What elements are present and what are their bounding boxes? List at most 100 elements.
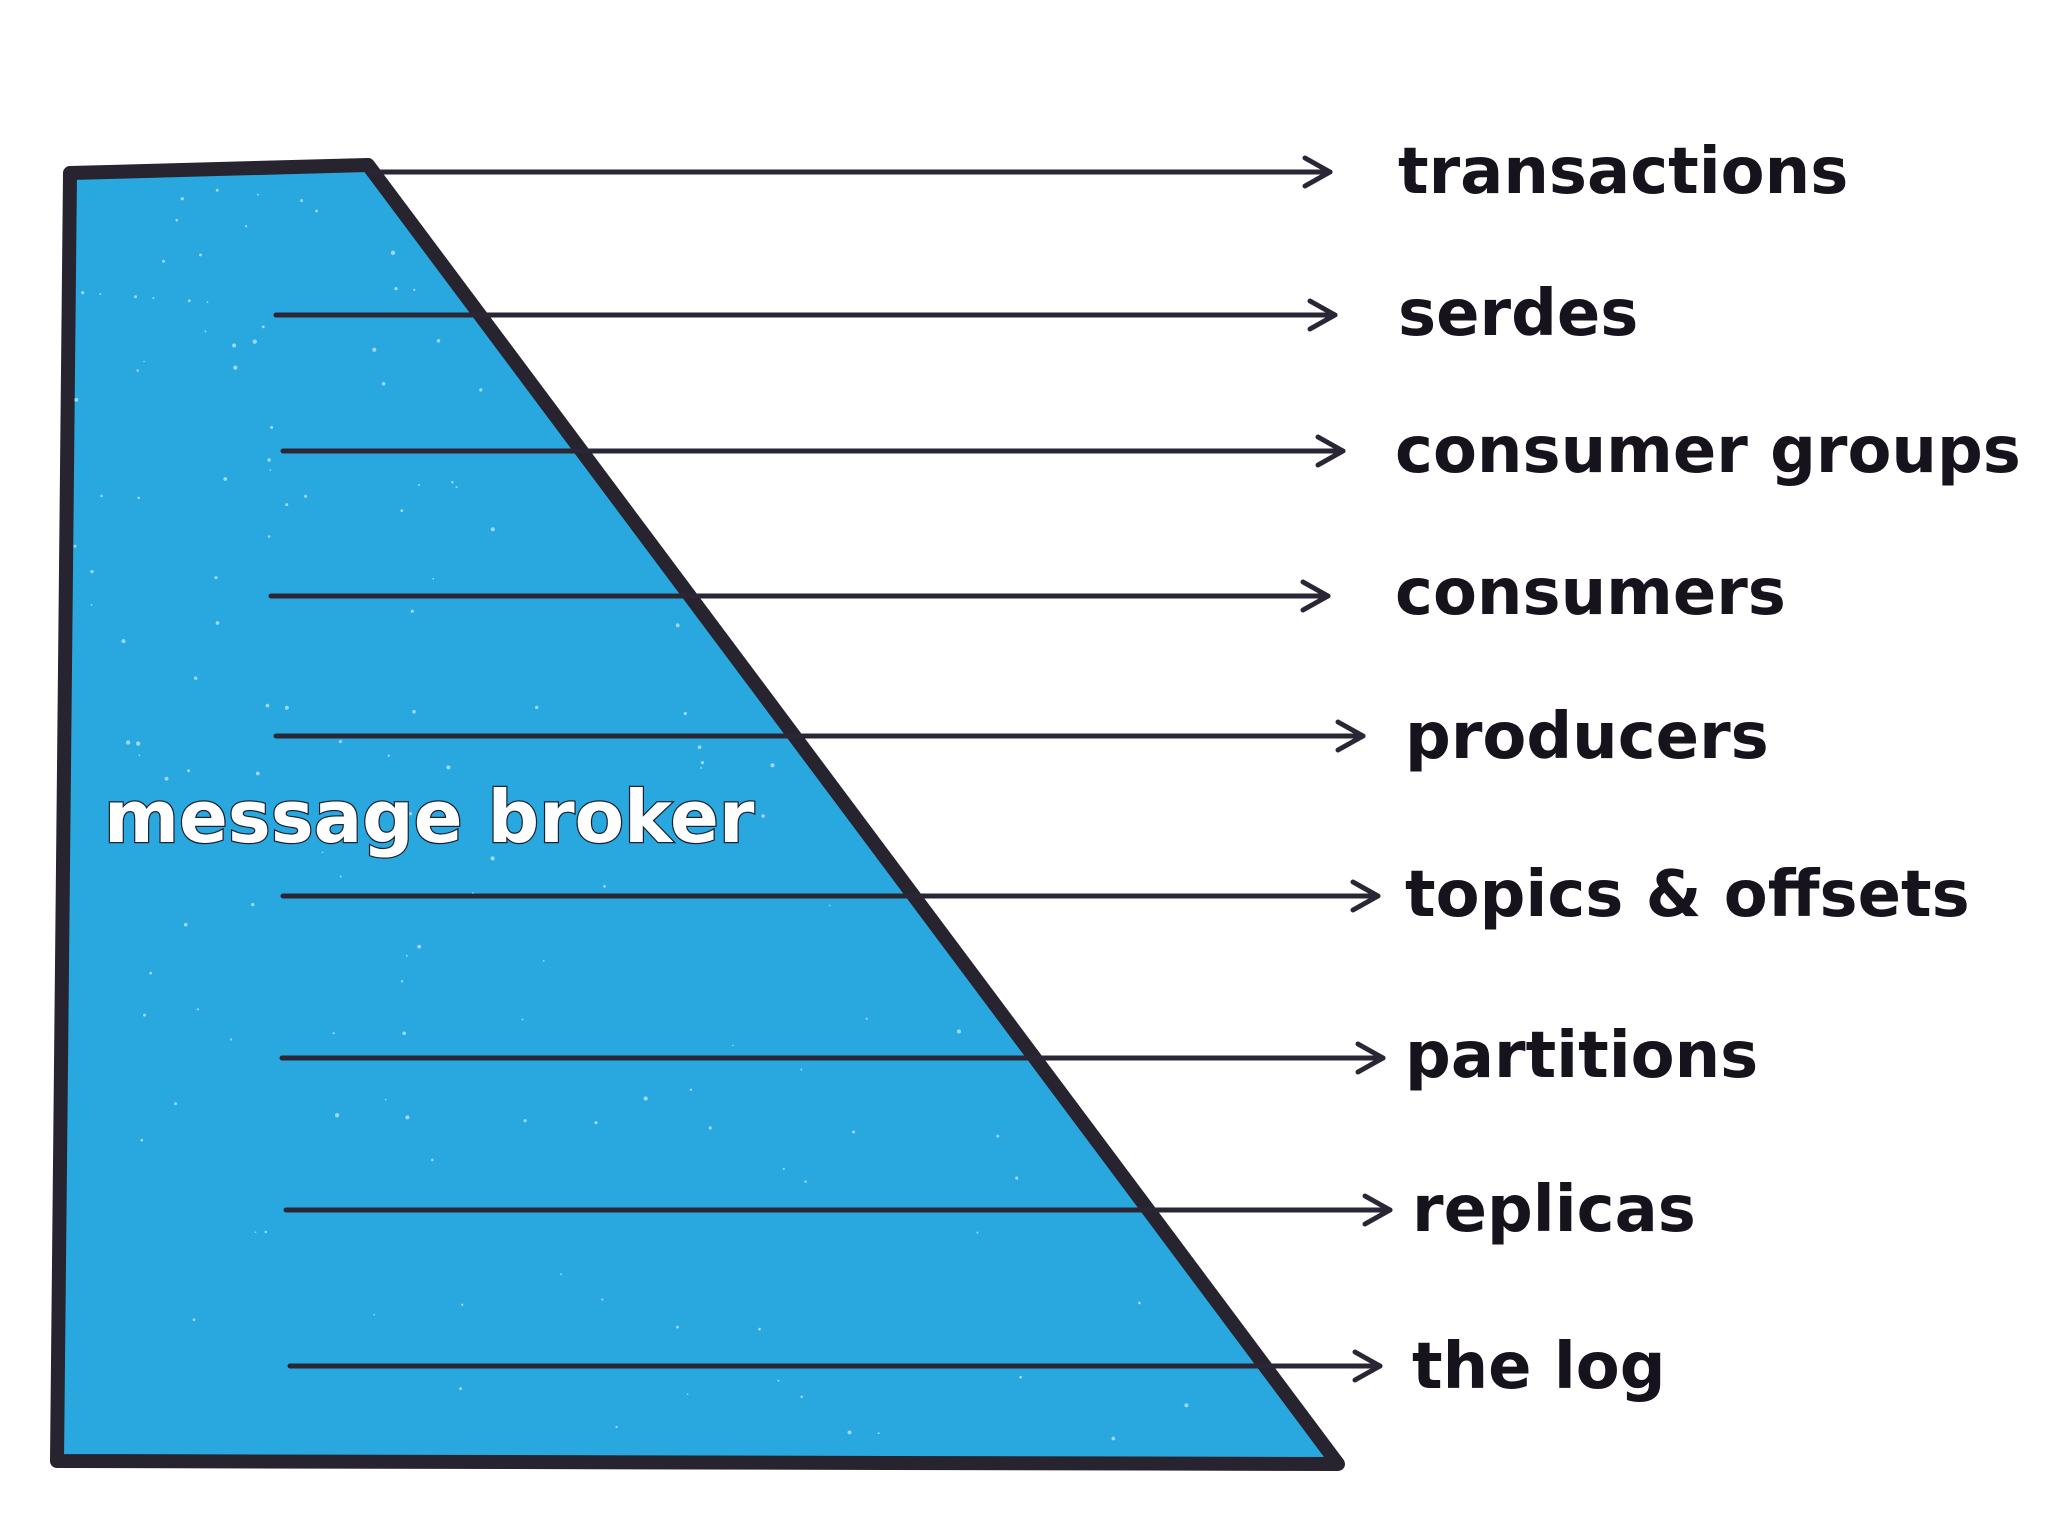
texture-speck [100, 494, 103, 498]
texture-speck [334, 1113, 340, 1118]
layer-labels: transactions serdes consumer groups cons… [1395, 135, 2021, 1404]
texture-speck [125, 740, 131, 745]
layer-label-transactions: transactions [1398, 135, 1848, 209]
texture-speck [192, 1318, 196, 1322]
arrow-head-icon [1315, 434, 1346, 468]
texture-speck [284, 705, 289, 710]
texture-speck [417, 944, 422, 949]
texture-speck [164, 776, 169, 781]
texture-speck [404, 810, 409, 815]
texture-speck [782, 1167, 785, 1171]
texture-speck [432, 577, 435, 580]
texture-speck [143, 1013, 146, 1017]
texture-speck [676, 1325, 679, 1329]
texture-speck [495, 804, 498, 807]
texture-speck [384, 1098, 387, 1101]
texture-speck [285, 503, 289, 507]
layer-label-producers: producers [1405, 700, 1769, 774]
texture-speck [777, 1379, 780, 1382]
texture-speck [732, 1044, 734, 1047]
texture-speck [187, 769, 191, 773]
texture-speck [121, 801, 125, 805]
texture-speck [134, 295, 138, 299]
texture-speck [152, 297, 155, 300]
texture-speck [761, 814, 765, 818]
texture-speck [523, 1119, 527, 1123]
texture-speck [700, 760, 705, 765]
texture-speck [267, 458, 271, 462]
broker-wedge-shape [50, 158, 1345, 1471]
texture-speck [683, 711, 687, 716]
texture-speck [90, 569, 94, 574]
texture-speck [270, 425, 274, 429]
texture-speck [601, 1298, 604, 1301]
texture-speck [852, 1130, 856, 1134]
texture-speck [304, 494, 308, 498]
texture-speck [542, 960, 545, 962]
texture-speck [121, 639, 126, 644]
texture-speck [90, 604, 93, 606]
texture-speck [534, 705, 539, 710]
texture-speck [184, 922, 188, 927]
layer-label-serdes: serdes [1398, 277, 1638, 351]
texture-speck [187, 299, 191, 303]
texture-speck [479, 388, 483, 392]
texture-speck [455, 486, 458, 489]
texture-speck [137, 496, 140, 500]
wedge-texture [73, 188, 1189, 1441]
texture-speck [697, 745, 702, 750]
texture-speck [196, 1008, 200, 1011]
texture-speck [373, 1313, 376, 1316]
texture-speck [417, 483, 421, 487]
texture-speck [410, 609, 414, 613]
texture-speck [267, 535, 271, 538]
layer-label-consumers: consumers [1395, 556, 1786, 630]
texture-speck [394, 286, 398, 291]
arrow-head-icon [1362, 1193, 1393, 1227]
layer-label-consumer-groups: consumer groups [1395, 414, 2021, 488]
texture-speck [339, 875, 342, 878]
texture-speck [800, 1068, 803, 1071]
texture-speck [689, 1088, 693, 1091]
texture-speck [956, 1029, 962, 1034]
texture-speck [675, 623, 680, 628]
texture-speck [338, 740, 342, 744]
texture-speck [800, 1395, 803, 1399]
arrow-head-icon [1307, 298, 1338, 332]
texture-speck [413, 288, 416, 292]
texture-speck [223, 477, 228, 481]
texture-speck [174, 1102, 178, 1106]
arrow-head-icon [1335, 719, 1366, 753]
texture-speck [255, 771, 260, 776]
texture-speck [381, 382, 386, 386]
texture-speck [1015, 1176, 1019, 1180]
texture-speck [265, 703, 270, 708]
layer-label-partitions: partitions [1405, 1019, 1758, 1093]
texture-speck [244, 225, 248, 228]
texture-speck [643, 1096, 648, 1101]
texture-speck [409, 812, 413, 816]
texture-speck [261, 325, 265, 329]
layer-label-topics-offsets: topics & offsets [1405, 858, 1970, 932]
texture-speck [459, 1387, 463, 1391]
texture-speck [315, 209, 318, 213]
main-label: message broker [104, 775, 755, 859]
texture-speck [135, 741, 141, 746]
texture-speck [175, 218, 178, 222]
texture-speck [332, 1032, 335, 1035]
texture-speck [451, 480, 454, 484]
texture-speck [136, 369, 139, 372]
texture-speck [559, 1273, 562, 1276]
texture-speck [412, 709, 416, 714]
arrow-head-icon [1352, 1349, 1383, 1383]
layer-label-replicas: replicas [1412, 1173, 1696, 1247]
texture-speck [206, 301, 209, 304]
texture-speck [402, 1031, 407, 1036]
texture-speck [204, 330, 207, 333]
texture-speck [390, 250, 396, 255]
pointer-arrows [268, 155, 1393, 1383]
texture-speck [74, 397, 79, 402]
texture-speck [143, 360, 145, 363]
arrow-head-icon [1302, 155, 1333, 189]
texture-speck [73, 544, 77, 548]
